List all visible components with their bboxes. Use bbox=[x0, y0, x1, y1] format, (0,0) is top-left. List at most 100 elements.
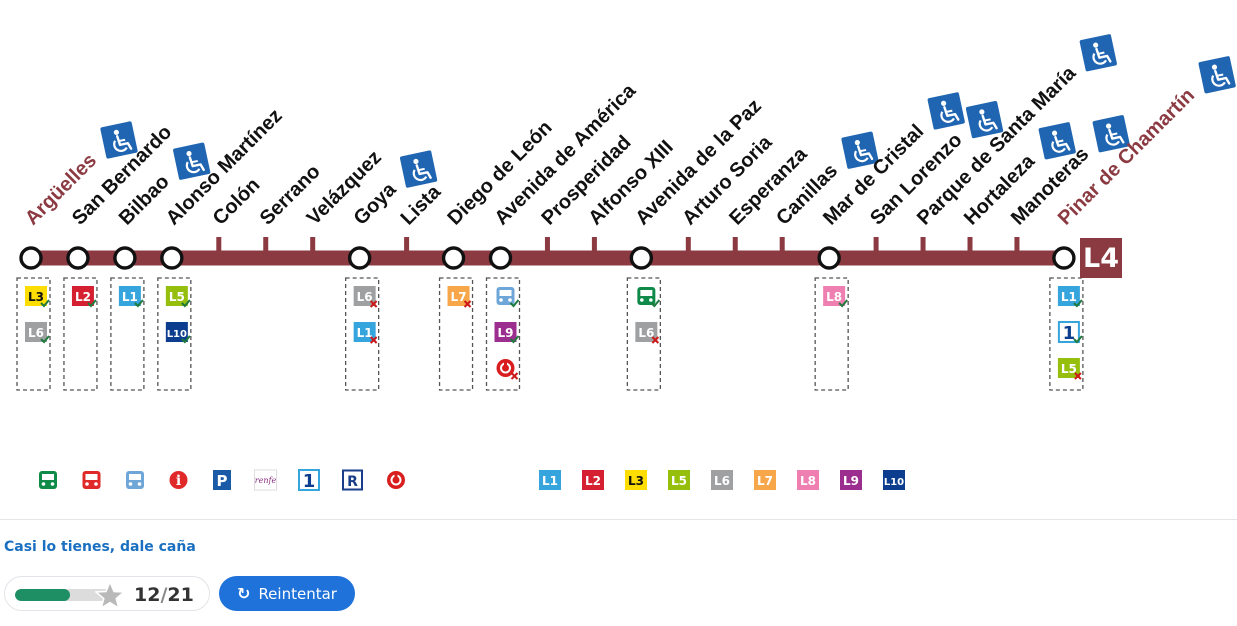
station-tick bbox=[310, 237, 316, 251]
line-L1-badge bbox=[118, 286, 141, 306]
connection-box-outline bbox=[626, 277, 661, 391]
station-marker bbox=[19, 246, 43, 270]
check-icon bbox=[181, 299, 191, 308]
line-L10-badge bbox=[883, 470, 905, 490]
station-9: Lista bbox=[397, 180, 446, 251]
line-L5-badge bbox=[1057, 358, 1080, 378]
station-tick bbox=[967, 237, 973, 251]
line-L10-badge bbox=[165, 322, 188, 342]
cercanias-icon bbox=[387, 471, 405, 489]
parking-glyph: P bbox=[217, 472, 228, 490]
bus-urban-icon bbox=[126, 471, 144, 489]
station-marker bbox=[347, 246, 372, 270]
bus-interurban-icon bbox=[39, 471, 57, 489]
check-icon bbox=[134, 299, 144, 308]
line-L5-label: L5 bbox=[1061, 362, 1077, 376]
station-tick bbox=[732, 237, 738, 251]
station-tick bbox=[685, 237, 691, 251]
station-tick bbox=[263, 237, 269, 251]
station-14: Avenida de la Paz bbox=[629, 95, 766, 270]
station-tick bbox=[591, 237, 597, 251]
ramal-icon: R bbox=[342, 469, 363, 491]
progress-bar bbox=[15, 589, 111, 601]
line-L6-label: L6 bbox=[714, 474, 730, 488]
line-L2-badge bbox=[582, 470, 604, 490]
station-marker bbox=[817, 246, 841, 270]
wheelchair-icon bbox=[1198, 56, 1236, 94]
wheelchair-icon bbox=[1092, 115, 1130, 153]
check-icon bbox=[650, 299, 661, 308]
connection-box-2: L2 bbox=[63, 277, 98, 391]
bus-long-distance-icon bbox=[82, 471, 101, 489]
station-label: Lista bbox=[397, 180, 446, 229]
cross-icon bbox=[369, 336, 378, 344]
line-L5-badge bbox=[165, 286, 188, 306]
cross-icon bbox=[510, 372, 519, 380]
line-L3-label: L3 bbox=[628, 474, 644, 488]
retry-button[interactable]: ↻ Reintentar bbox=[219, 576, 355, 611]
star-icon bbox=[95, 581, 125, 609]
connection-box-outline bbox=[63, 277, 98, 391]
station-tick bbox=[544, 237, 550, 251]
wheelchair-icon bbox=[965, 100, 1004, 139]
connection-box-outline bbox=[16, 277, 51, 391]
score-current: 12 bbox=[134, 584, 161, 606]
line-L9-badge bbox=[494, 322, 517, 342]
connection-box-outline bbox=[110, 277, 145, 391]
info-glyph: i bbox=[176, 473, 181, 489]
station-1: Argüelles bbox=[19, 121, 138, 270]
line-L5-label: L5 bbox=[671, 474, 687, 488]
connection-box-18: L8 bbox=[814, 277, 849, 391]
score-total: 21 bbox=[167, 584, 194, 606]
wheelchair-icon bbox=[841, 131, 879, 169]
connection-box-14: L6 bbox=[626, 277, 661, 391]
station-marker bbox=[113, 246, 137, 270]
line-L7-badge bbox=[754, 470, 776, 490]
cercanias-icon bbox=[496, 359, 515, 377]
wheelchair-icon bbox=[399, 150, 438, 188]
check-icon bbox=[509, 299, 520, 308]
cross-icon bbox=[1074, 372, 1082, 380]
renfe-glyph: renfe bbox=[255, 476, 277, 485]
score-value: 12/21 bbox=[134, 584, 194, 606]
ramal-glyph: R bbox=[347, 474, 358, 490]
renfe-icon: renfe bbox=[254, 469, 277, 491]
line-L7-label: L7 bbox=[757, 474, 773, 488]
line-L1-label: L1 bbox=[1061, 290, 1077, 304]
wheelchair-icon bbox=[100, 121, 138, 159]
connection-box-11: L9 bbox=[485, 277, 521, 391]
cross-icon bbox=[369, 300, 378, 308]
station-tick bbox=[779, 237, 785, 251]
station-marker bbox=[66, 246, 90, 270]
line-L2-badge bbox=[71, 286, 94, 306]
line-badge: L4 bbox=[1080, 238, 1122, 278]
line-L6-label: L6 bbox=[638, 326, 654, 340]
line-L3-badge bbox=[625, 470, 647, 490]
line-L3-label: L3 bbox=[28, 290, 44, 304]
line-L2-label: L2 bbox=[75, 290, 91, 304]
line-L1-badge bbox=[353, 322, 376, 342]
station-marker bbox=[629, 246, 654, 270]
line-L1-badge bbox=[1057, 286, 1080, 306]
cross-icon bbox=[463, 300, 472, 308]
wheelchair-icon bbox=[1079, 34, 1117, 72]
connection-box-outline bbox=[157, 277, 192, 391]
wheelchair-icon bbox=[1038, 122, 1076, 160]
connection-box-outline bbox=[814, 277, 849, 391]
line-L7-label: L7 bbox=[451, 290, 467, 304]
connection-box-10: L7 bbox=[438, 277, 474, 391]
line-L6-badge bbox=[711, 470, 733, 490]
line-L8-badge bbox=[823, 286, 846, 306]
line-L8-label: L8 bbox=[826, 290, 842, 304]
line-L1-label: L1 bbox=[122, 290, 138, 304]
line-L9-badge bbox=[840, 470, 862, 490]
line-L6-badge bbox=[353, 286, 376, 306]
line-L8-badge bbox=[797, 470, 819, 490]
wheelchair-icon bbox=[173, 142, 211, 180]
check-icon bbox=[40, 335, 50, 344]
